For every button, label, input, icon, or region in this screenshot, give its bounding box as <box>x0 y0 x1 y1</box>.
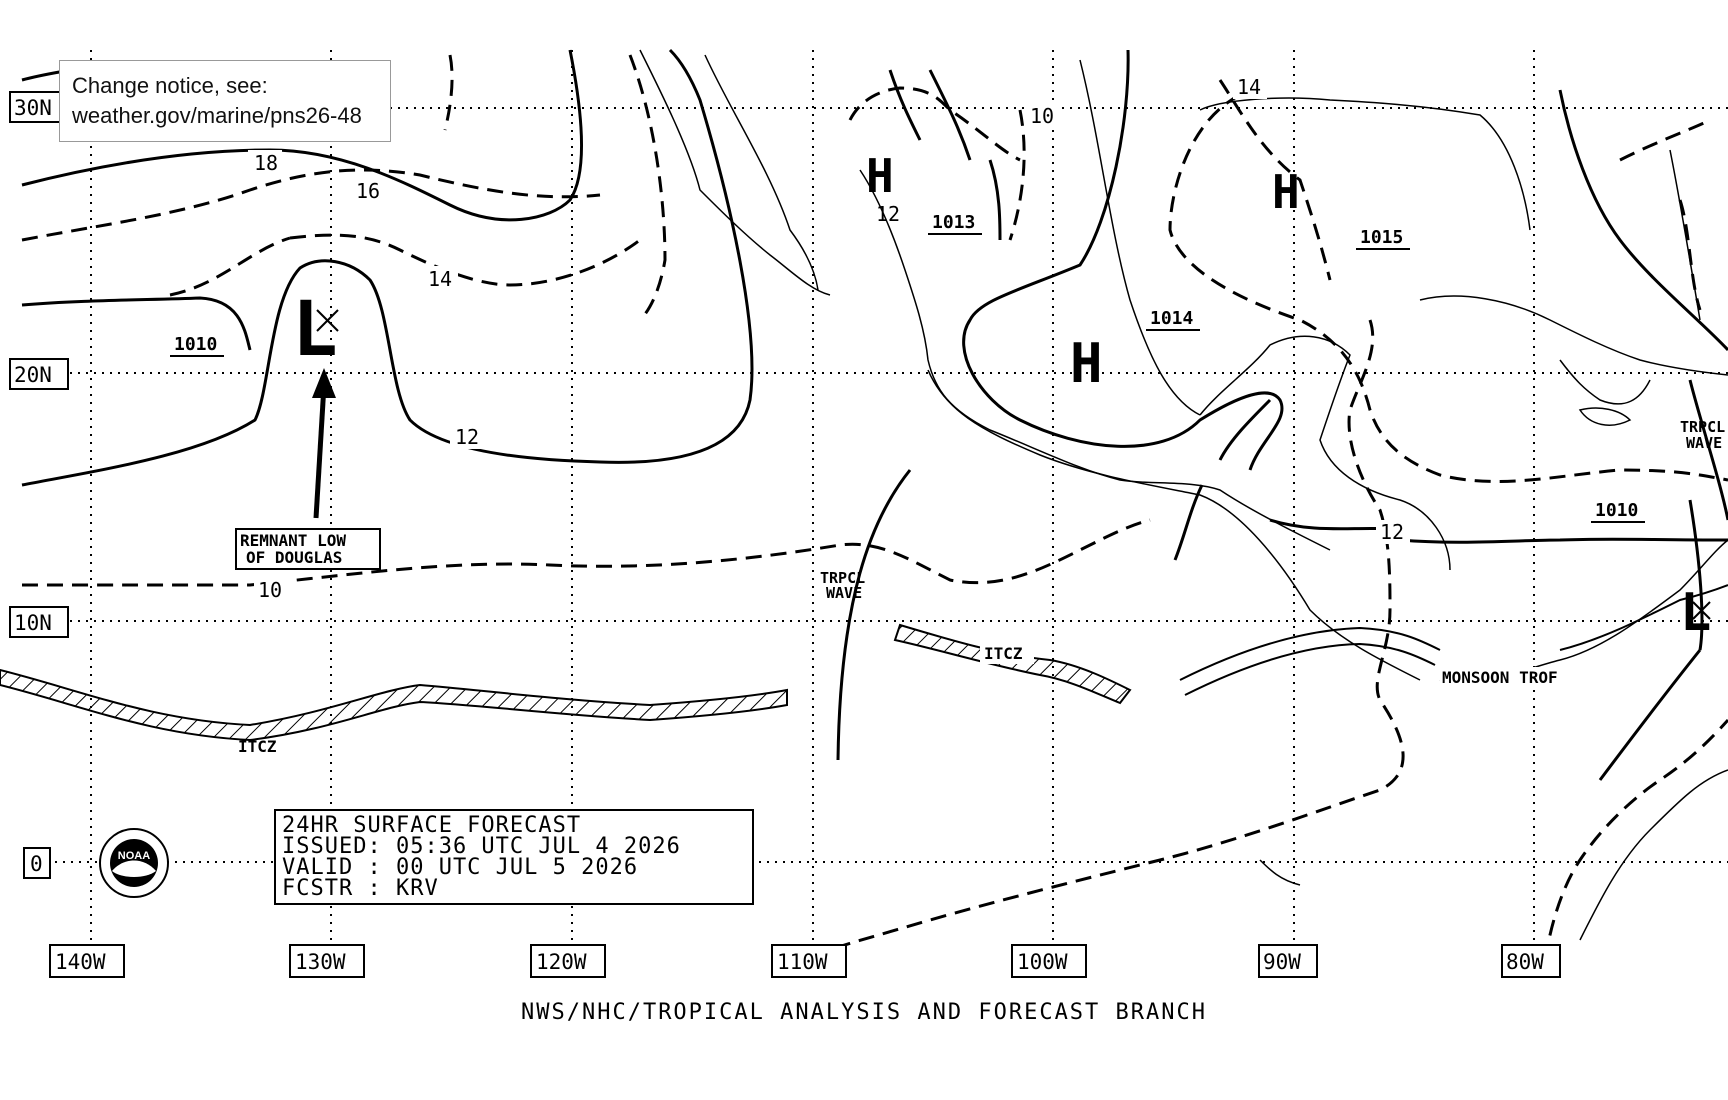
isobar-label: 16 <box>356 179 380 203</box>
monsoon-trough-label: MONSOON TROF <box>1442 668 1558 687</box>
low-center-symbol: L <box>1680 583 1711 643</box>
pressure-centers: H H H L L <box>292 149 1711 643</box>
isobars-dashed <box>21 54 1728 962</box>
remnant-low-label-line2: OF DOUGLAS <box>246 548 342 567</box>
low-center-marks <box>316 309 1711 620</box>
tropical-wave-label-line1-east: TRPCL <box>1680 418 1725 436</box>
pressure-value: 1015 <box>1360 227 1403 248</box>
isobar-label: 10 <box>258 578 282 602</box>
tropical-waves <box>836 398 1704 781</box>
forecast-issued: ISSUED: 05:36 UTC JUL 4 2026 <box>282 834 681 859</box>
isobar-label: 12 <box>1380 520 1404 544</box>
lon-label-80w: 80W <box>1506 950 1544 974</box>
coastlines <box>639 49 1728 941</box>
low-center-symbol: L <box>292 284 338 373</box>
isobar-label: 12 <box>876 202 900 226</box>
itcz-label: ITCZ <box>238 737 277 756</box>
isobar-labels: 18 16 14 12 10 12 10 14 12 <box>248 75 1410 602</box>
change-notice-line1: Change notice, see: <box>72 73 268 98</box>
lon-label-110w: 110W <box>777 950 828 974</box>
tropical-wave-label-line2: WAVE <box>826 584 862 602</box>
forecast-forecaster: FCSTR : KRV <box>282 876 439 901</box>
isobar-label: 12 <box>455 425 479 449</box>
lat-label-0: 0 <box>30 852 43 876</box>
lat-label-boxes <box>9 91 69 879</box>
lat-lon-grid <box>55 50 1728 945</box>
change-notice-line2: weather.gov/marine/pns26-48 <box>72 103 362 128</box>
monsoon-trough <box>1179 584 1728 696</box>
change-notice[interactable]: Change notice, see: weather.gov/marine/p… <box>59 60 391 142</box>
lon-label-100w: 100W <box>1017 950 1068 974</box>
lon-label-120w: 120W <box>536 950 587 974</box>
isobar-label: 14 <box>1237 75 1261 99</box>
tropical-wave-label-line2-east: WAVE <box>1686 434 1722 452</box>
pressure-value: 1010 <box>1595 500 1638 521</box>
footer-credit: NWS/NHC/TROPICAL ANALYSIS AND FORECAST B… <box>520 1000 1208 1025</box>
forecast-title: 24HR SURFACE FORECAST <box>282 813 582 838</box>
forecast-info-box: 24HR SURFACE FORECAST ISSUED: 05:36 UTC … <box>274 809 754 905</box>
noaa-logo-text: NOAA <box>118 850 150 862</box>
pressure-value: 1014 <box>1150 308 1194 329</box>
lat-label-10n: 10N <box>14 611 52 635</box>
noaa-logo: NOAA <box>98 827 170 899</box>
lat-label-20n: 20N <box>14 363 52 387</box>
lat-label-30n: 30N <box>14 96 52 120</box>
itcz-label: ITCZ <box>984 644 1023 663</box>
isobar-label: 18 <box>254 151 278 175</box>
lon-label-130w: 130W <box>295 950 346 974</box>
lon-label-boxes <box>49 944 1561 978</box>
remnant-low-box <box>235 528 381 570</box>
high-center-symbol: H <box>1070 332 1103 395</box>
lon-label-90w: 90W <box>1263 950 1301 974</box>
lon-label-140w: 140W <box>55 950 106 974</box>
pressure-value: 1013 <box>932 212 975 233</box>
high-center-symbol: H <box>1272 165 1300 219</box>
remnant-low-label-line1: REMNANT LOW <box>240 531 346 550</box>
pressure-values: 1010 1013 1015 1014 1010 <box>170 212 1645 523</box>
isobar-label: 14 <box>428 267 452 291</box>
pressure-value: 1010 <box>174 334 217 355</box>
itcz-bands <box>0 623 1132 742</box>
remnant-low-arrow <box>312 368 336 519</box>
high-center-symbol: H <box>866 149 894 203</box>
forecast-valid: VALID : 00 UTC JUL 5 2026 <box>282 855 639 880</box>
tropical-wave-label-line1: TRPCL <box>820 569 865 587</box>
isobar-label: 10 <box>1030 104 1054 128</box>
